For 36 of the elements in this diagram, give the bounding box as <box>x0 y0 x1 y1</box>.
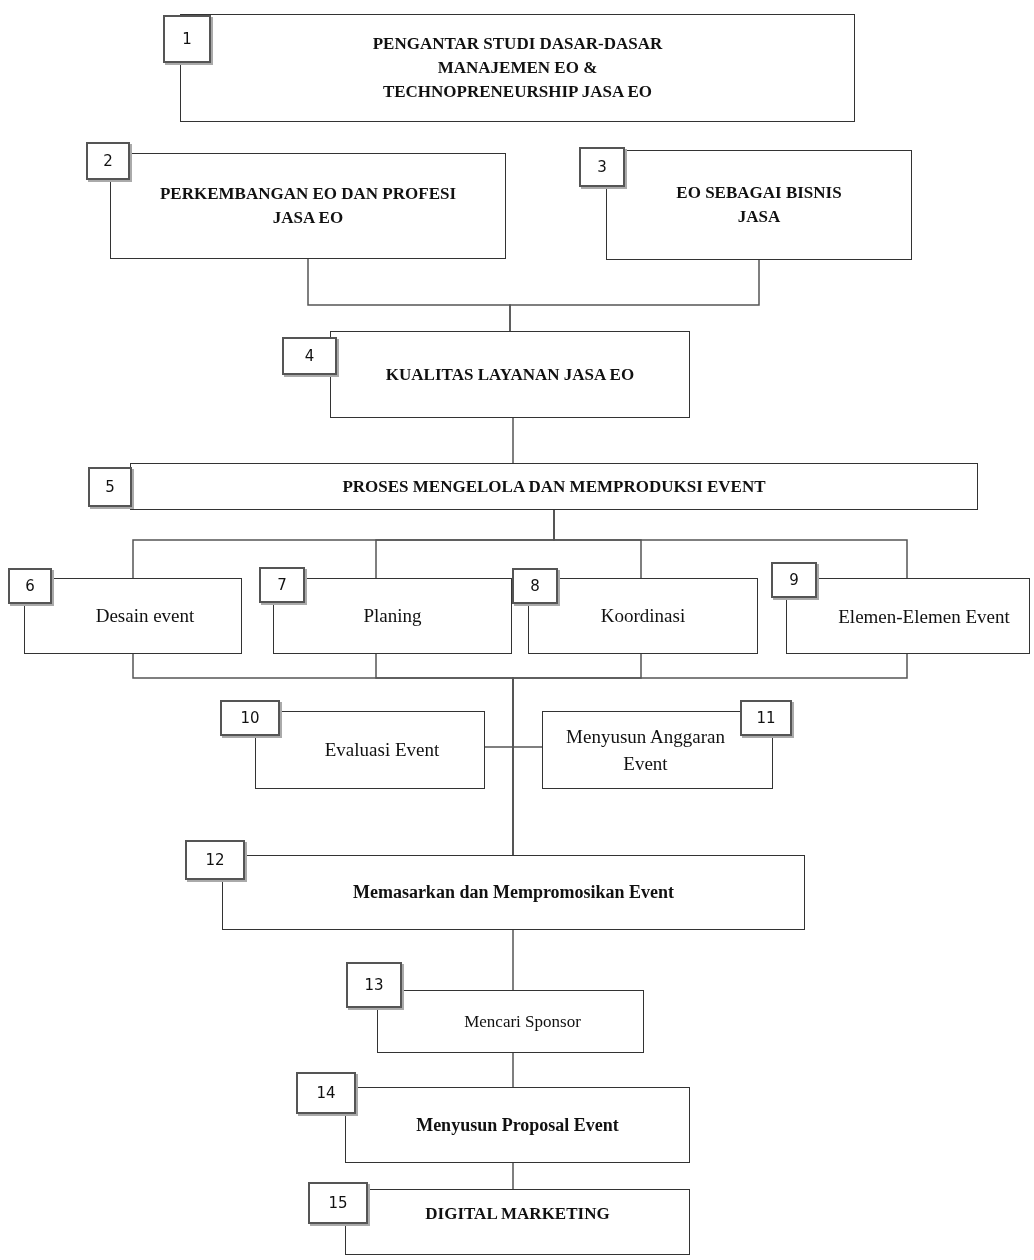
number-badge: 12 <box>185 840 245 880</box>
box-title: Evaluasi Event <box>324 737 440 762</box>
box-title: Elemen-Elemen Event <box>838 604 1010 629</box>
box-title: Desain event <box>95 603 195 628</box>
number-badge: 14 <box>296 1072 356 1114</box>
box-title: PROSES MENGELOLA DAN MEMPRODUKSI EVENT <box>342 475 766 498</box>
number-badge: 6 <box>8 568 52 604</box>
number-badge: 7 <box>259 567 305 603</box>
connector-line <box>512 929 514 991</box>
number-badge: 13 <box>346 962 402 1008</box>
box-title: Koordinasi <box>600 603 686 628</box>
number-badge: 9 <box>771 562 817 598</box>
box-title: KUALITAS LAYANAN JASA EO <box>385 363 635 386</box>
connector-line <box>512 417 514 464</box>
connector-line <box>512 746 543 856</box>
number-badge: 4 <box>282 337 337 375</box>
box-title: PERKEMBANGAN EO DAN PROFESI JASA EO <box>158 183 458 229</box>
box-title: Menyusun Proposal Event <box>416 1113 619 1137</box>
number-badge: 2 <box>86 142 130 180</box>
number-badge: 5 <box>88 467 132 507</box>
connector-line <box>512 1162 514 1190</box>
connector-line <box>509 259 760 332</box>
box-title: Planing <box>363 603 422 628</box>
number-badge: 15 <box>308 1182 368 1224</box>
connector-line <box>512 1052 514 1088</box>
number-badge: 1 <box>163 15 211 63</box>
box-title: Menyusun Anggaran Event <box>565 725 726 776</box>
box-title: DIGITAL MARKETING <box>425 1203 610 1226</box>
box-title: Memasarkan dan Mempromosikan Event <box>352 881 675 904</box>
number-badge: 10 <box>220 700 280 736</box>
box-title: Mencari Sponsor <box>464 1010 581 1033</box>
number-badge: 11 <box>740 700 792 736</box>
box-title: EO SEBAGAI BISNIS JASA <box>675 182 843 228</box>
box-title: PENGANTAR STUDI DASAR-DASAR MANAJEMEN EO & TECHNOPRENEURSHIP JASA EO <box>371 33 664 103</box>
number-badge: 3 <box>579 147 625 187</box>
number-badge: 8 <box>512 568 558 604</box>
